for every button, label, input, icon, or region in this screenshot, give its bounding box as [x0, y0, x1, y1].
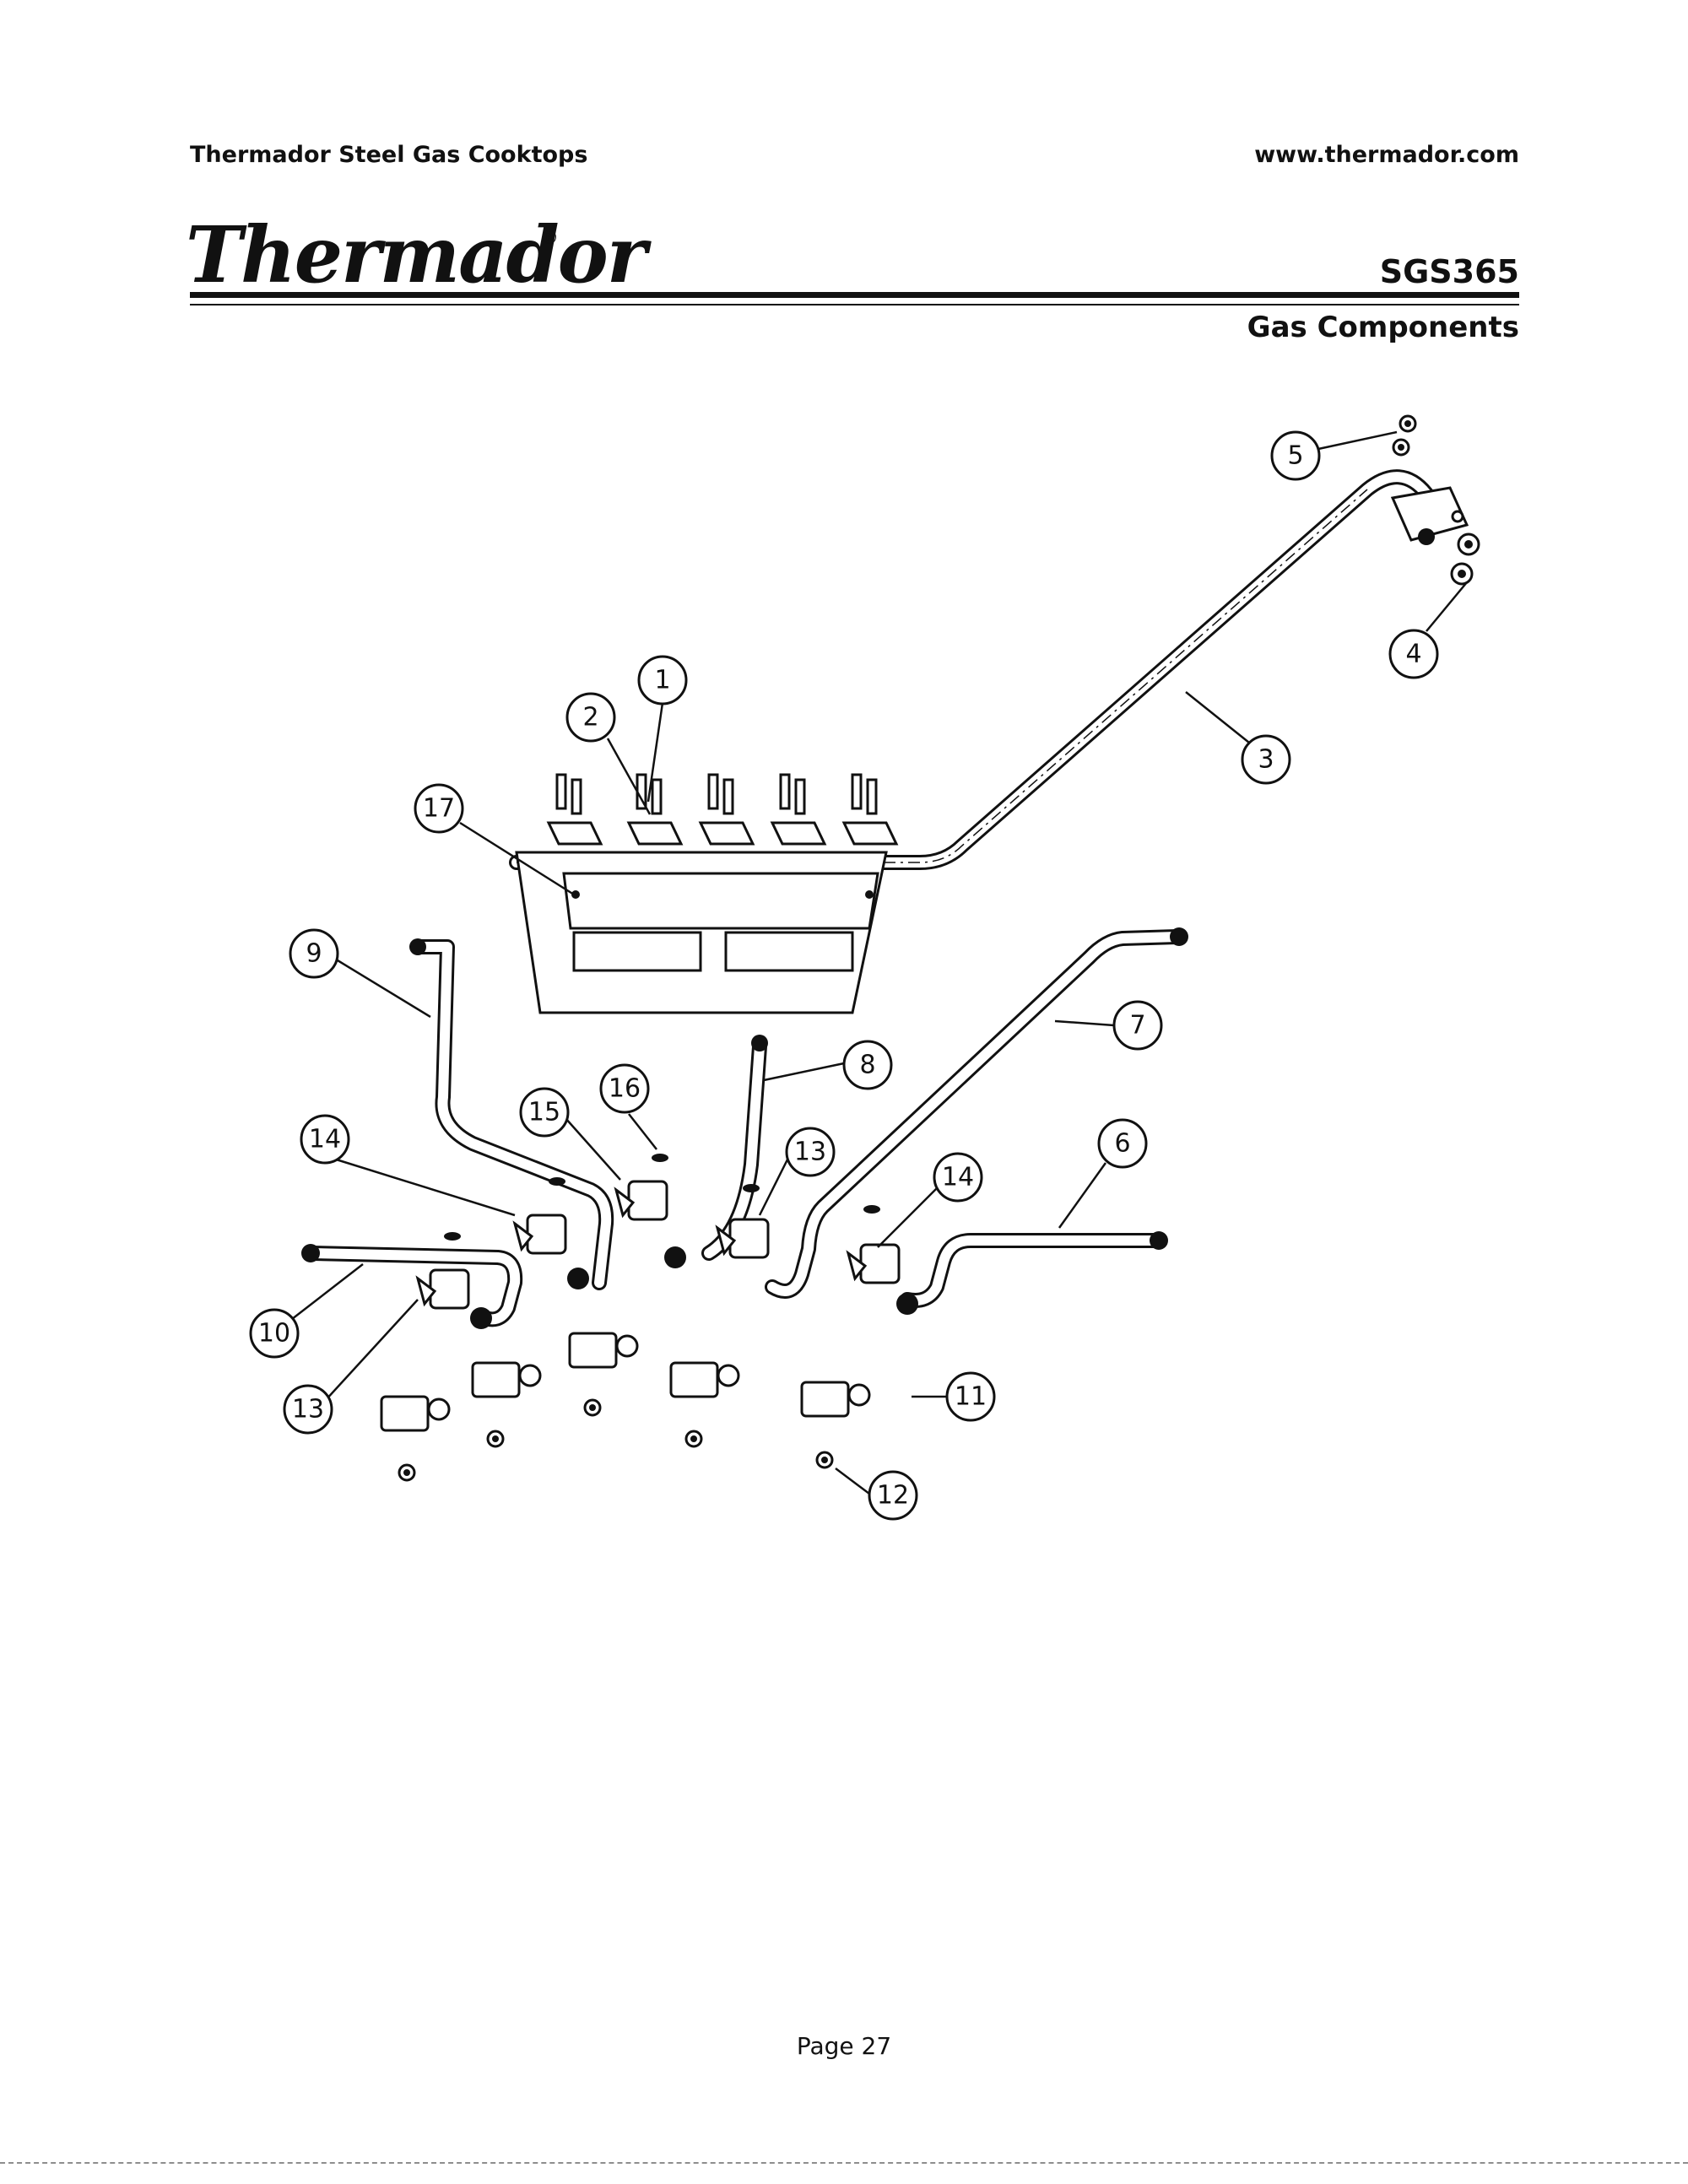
svg-text:6: 6: [1114, 1129, 1130, 1159]
screw-set-2: [626, 773, 684, 846]
svg-text:13: 13: [794, 1138, 826, 1167]
brand-logo: Thermador: [186, 209, 647, 300]
inlet-bracket: [1390, 486, 1469, 545]
svg-text:16: 16: [609, 1074, 641, 1104]
svg-text:14: 14: [942, 1163, 974, 1192]
valve-15: [614, 1180, 668, 1221]
section-title: Gas Components: [1247, 311, 1519, 344]
nut-pair-5: [1392, 414, 1417, 457]
main-manifold-pipe: [509, 469, 1434, 870]
callout-13-left: 13: [283, 1384, 333, 1435]
svg-text:9: 9: [306, 939, 322, 969]
svg-text:2: 2: [582, 703, 598, 733]
callout-14-right: 14: [933, 1152, 983, 1203]
callout-11: 11: [945, 1371, 996, 1422]
website-url: www.thermador.com: [1254, 142, 1519, 168]
clamp-screws: [546, 773, 899, 846]
model-number: SGS365: [1379, 253, 1519, 290]
callout-15: 15: [519, 1087, 570, 1138]
svg-text:13: 13: [292, 1395, 324, 1424]
supply-tube-6: [900, 1231, 1168, 1308]
callout-7: 7: [1112, 1000, 1163, 1051]
callout-13-center: 13: [785, 1127, 836, 1177]
svg-text:8: 8: [859, 1051, 875, 1080]
header-rule-thin: [190, 304, 1519, 305]
screw-set-4: [770, 773, 827, 846]
callout-10: 10: [249, 1308, 300, 1359]
callout-8: 8: [842, 1040, 893, 1090]
svg-text:11: 11: [955, 1382, 987, 1412]
svg-text:14: 14: [309, 1125, 341, 1154]
valve-right-14: [846, 1243, 918, 1315]
callout-9: 9: [289, 928, 339, 979]
seal-washers: [398, 1398, 834, 1482]
svg-text:5: 5: [1287, 441, 1303, 471]
callout-14-left: 14: [300, 1114, 350, 1165]
page-number: Page 27: [796, 2032, 892, 2060]
header-rule-thick: [190, 292, 1519, 298]
scan-artifact-line: [0, 2162, 1688, 2165]
valve-left-13: [415, 1268, 492, 1329]
supply-tube-10: [301, 1244, 523, 1327]
callout-3: 3: [1241, 734, 1291, 785]
orifice-holders: [380, 1332, 871, 1432]
valve-left-14: [512, 1214, 589, 1289]
callout-5: 5: [1270, 430, 1321, 481]
svg-text:4: 4: [1405, 640, 1421, 669]
supply-tube-7: [765, 927, 1188, 1299]
screw-set-3: [698, 773, 755, 846]
supply-tube-9: [409, 938, 614, 1290]
callout-6: 6: [1097, 1118, 1148, 1169]
svg-text:10: 10: [258, 1319, 290, 1349]
callout-2: 2: [565, 692, 616, 743]
callout-12: 12: [868, 1470, 918, 1521]
callout-4: 4: [1388, 629, 1439, 679]
svg-text:15: 15: [528, 1098, 560, 1127]
document-title: Thermador Steel Gas Cooktops: [190, 142, 588, 168]
screw-set-5: [841, 773, 899, 846]
callout-16: 16: [599, 1063, 650, 1114]
svg-text:17: 17: [423, 794, 455, 824]
svg-text:7: 7: [1129, 1011, 1145, 1041]
nut-pair-4: [1450, 532, 1480, 586]
callout-17: 17: [414, 783, 464, 834]
svg-text:12: 12: [877, 1481, 909, 1511]
leader-lines: [284, 430, 1468, 1495]
supply-tube-8: [701, 1035, 768, 1261]
registered-mark: ®: [540, 228, 559, 249]
svg-text:1: 1: [654, 666, 670, 695]
valve-center-13: [664, 1218, 770, 1268]
o-ring-16: [444, 1154, 880, 1241]
manifold-bracket: [515, 851, 888, 1014]
callout-1: 1: [637, 655, 688, 705]
svg-text:3: 3: [1258, 745, 1274, 775]
screw-set-1: [546, 773, 603, 846]
